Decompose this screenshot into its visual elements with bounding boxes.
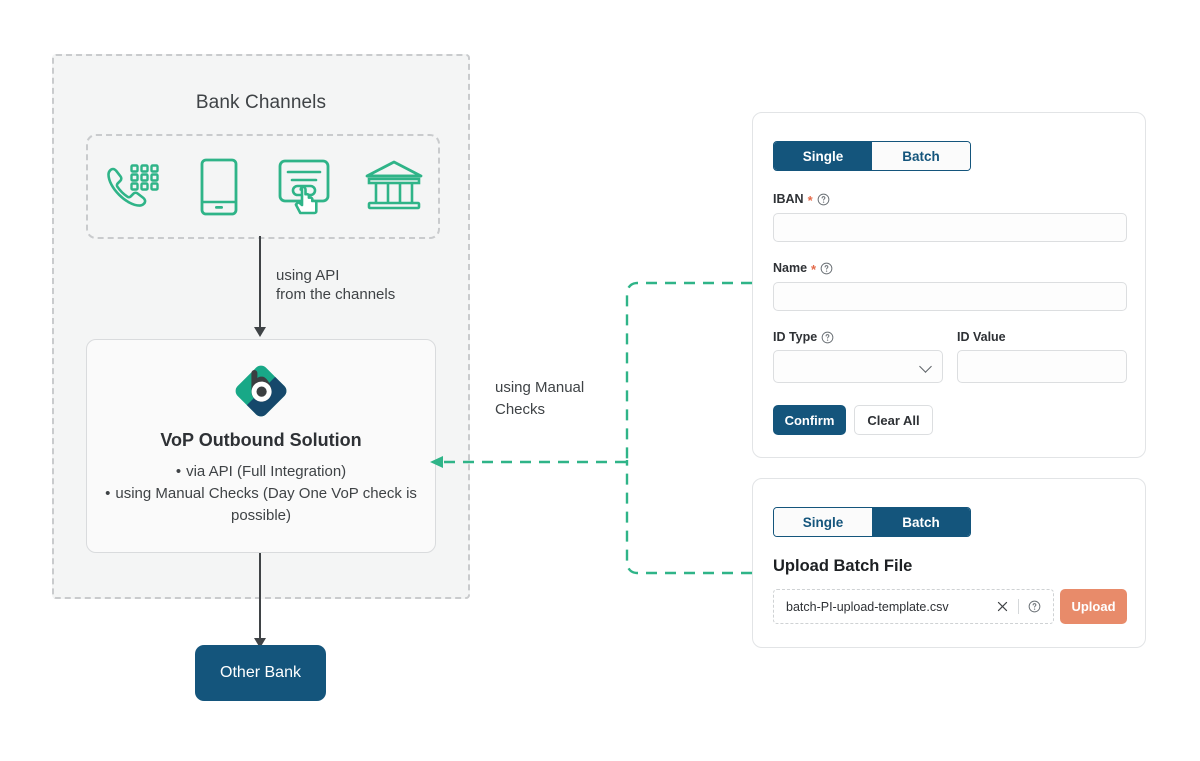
brand-logo-icon [230,360,292,422]
vop-bullet-list: via API (Full Integration) using Manual … [87,461,435,527]
tab-single[interactable]: Single [774,142,872,170]
upload-help-icon[interactable] [1028,600,1041,613]
api-arrow-label: using API from the channels [276,267,396,303]
upload-batch-file-heading: Upload Batch File [773,557,913,575]
iban-label: IBAN [773,192,804,206]
iban-label-group: IBAN * [773,192,830,208]
other-bank-node: Other Bank [195,645,326,701]
vop-bullet-1: via API (Full Integration) [101,461,421,483]
tab-batch[interactable]: Batch [872,142,970,170]
id-type-label-group: ID Type [773,330,834,344]
id-value-label: ID Value [957,330,1006,344]
id-value-input[interactable] [957,350,1127,383]
channels-icon-row [86,134,440,239]
batch-upload-panel: Single Batch Upload Batch File batch-PI-… [752,478,1146,648]
bank-channels-title: Bank Channels [195,92,327,113]
mobile-phone-icon [186,154,252,220]
selected-file-name: batch-PI-upload-template.csv [786,599,949,614]
phone-keypad-icon [99,154,165,220]
iban-help-icon[interactable] [817,193,830,206]
manual-checks-label: using Manual Checks [495,379,585,418]
confirm-button[interactable]: Confirm [773,405,846,435]
clear-all-button[interactable]: Clear All [854,405,933,435]
vop-title: VoP Outbound Solution [160,430,362,450]
arrow-channels-to-vop [254,236,266,337]
name-help-icon[interactable] [820,262,833,275]
id-type-help-icon[interactable] [821,331,834,344]
upload-button[interactable]: Upload [1060,589,1127,624]
tab-single-bottom[interactable]: Single [774,508,872,536]
tab-batch-bottom[interactable]: Batch [872,508,970,536]
arrow-vop-to-other-bank [254,553,266,648]
id-value-label-group: ID Value [957,330,1006,344]
online-banking-click-icon [274,154,340,220]
single-batch-toggle-top[interactable]: Single Batch [773,141,971,171]
bank-building-icon [361,154,427,220]
close-icon[interactable] [996,600,1009,613]
id-type-label: ID Type [773,330,818,344]
selected-file-box[interactable]: batch-PI-upload-template.csv [773,589,1054,624]
manual-checks-connector [430,281,752,575]
single-batch-toggle-bottom[interactable]: Single Batch [773,507,971,537]
chevron-down-icon [919,360,932,373]
name-input[interactable] [773,282,1127,311]
name-label-group: Name * [773,261,833,277]
single-check-panel: Single Batch IBAN * Name * [752,112,1146,458]
iban-required-asterisk: * [807,192,813,208]
id-type-select[interactable] [773,350,943,383]
vop-outbound-solution-card: VoP Outbound Solution via API (Full Inte… [86,339,436,553]
iban-input[interactable] [773,213,1127,242]
vop-bullet-2: using Manual Checks (Day One VoP check i… [101,483,421,527]
name-required-asterisk: * [811,261,817,277]
divider [1018,599,1019,614]
name-label: Name [773,261,808,275]
